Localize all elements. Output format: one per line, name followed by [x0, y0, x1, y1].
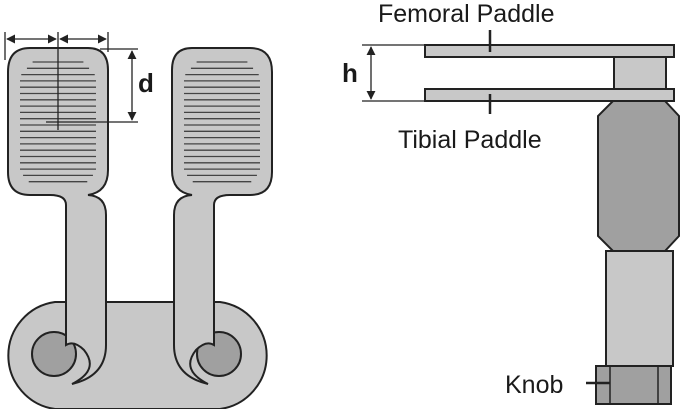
- width-dimension: [4, 32, 138, 130]
- right-paddle: [171, 47, 273, 385]
- femoral-paddle-label: Femoral Paddle: [378, 0, 554, 28]
- tibial-paddle-plate: [424, 88, 675, 102]
- tibial-paddle-label: Tibial Paddle: [398, 126, 542, 154]
- h-label: h: [342, 58, 358, 88]
- knob: [595, 365, 672, 405]
- shaft: [605, 250, 674, 367]
- side-view: h Femoral Paddle Tibial Paddle Knob: [342, 0, 680, 405]
- height-dimension: [362, 44, 426, 102]
- knob-label: Knob: [505, 371, 563, 399]
- spacer-block: [613, 56, 667, 90]
- front-view: d: [4, 32, 273, 409]
- femoral-paddle-plate: [424, 44, 675, 58]
- right-paddle-hatching: [184, 61, 260, 183]
- main-body: [597, 100, 680, 252]
- d-label: d: [138, 68, 154, 98]
- left-paddle: [7, 47, 109, 385]
